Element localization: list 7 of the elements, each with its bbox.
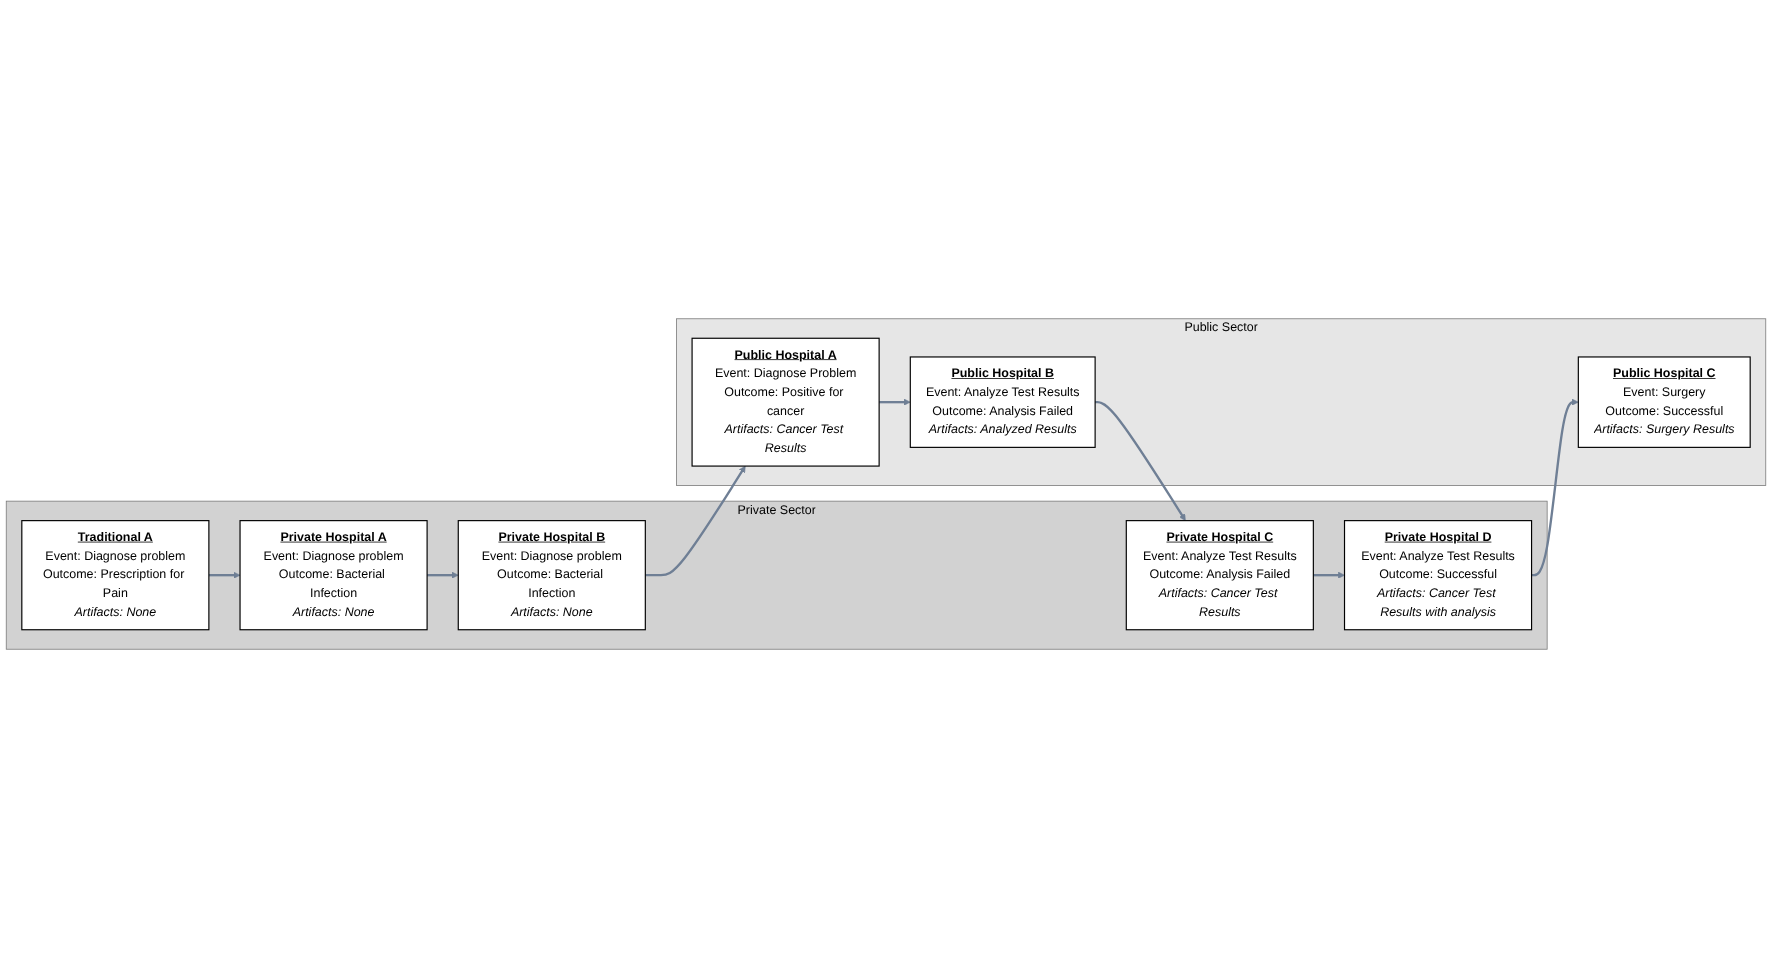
- arrow: [427, 571, 459, 579]
- arrow: [645, 465, 746, 577]
- arrow: [1095, 401, 1186, 521]
- arrow: [879, 398, 911, 406]
- arrow: [1531, 398, 1579, 577]
- arrow: [208, 571, 241, 579]
- arrow: [1313, 571, 1345, 579]
